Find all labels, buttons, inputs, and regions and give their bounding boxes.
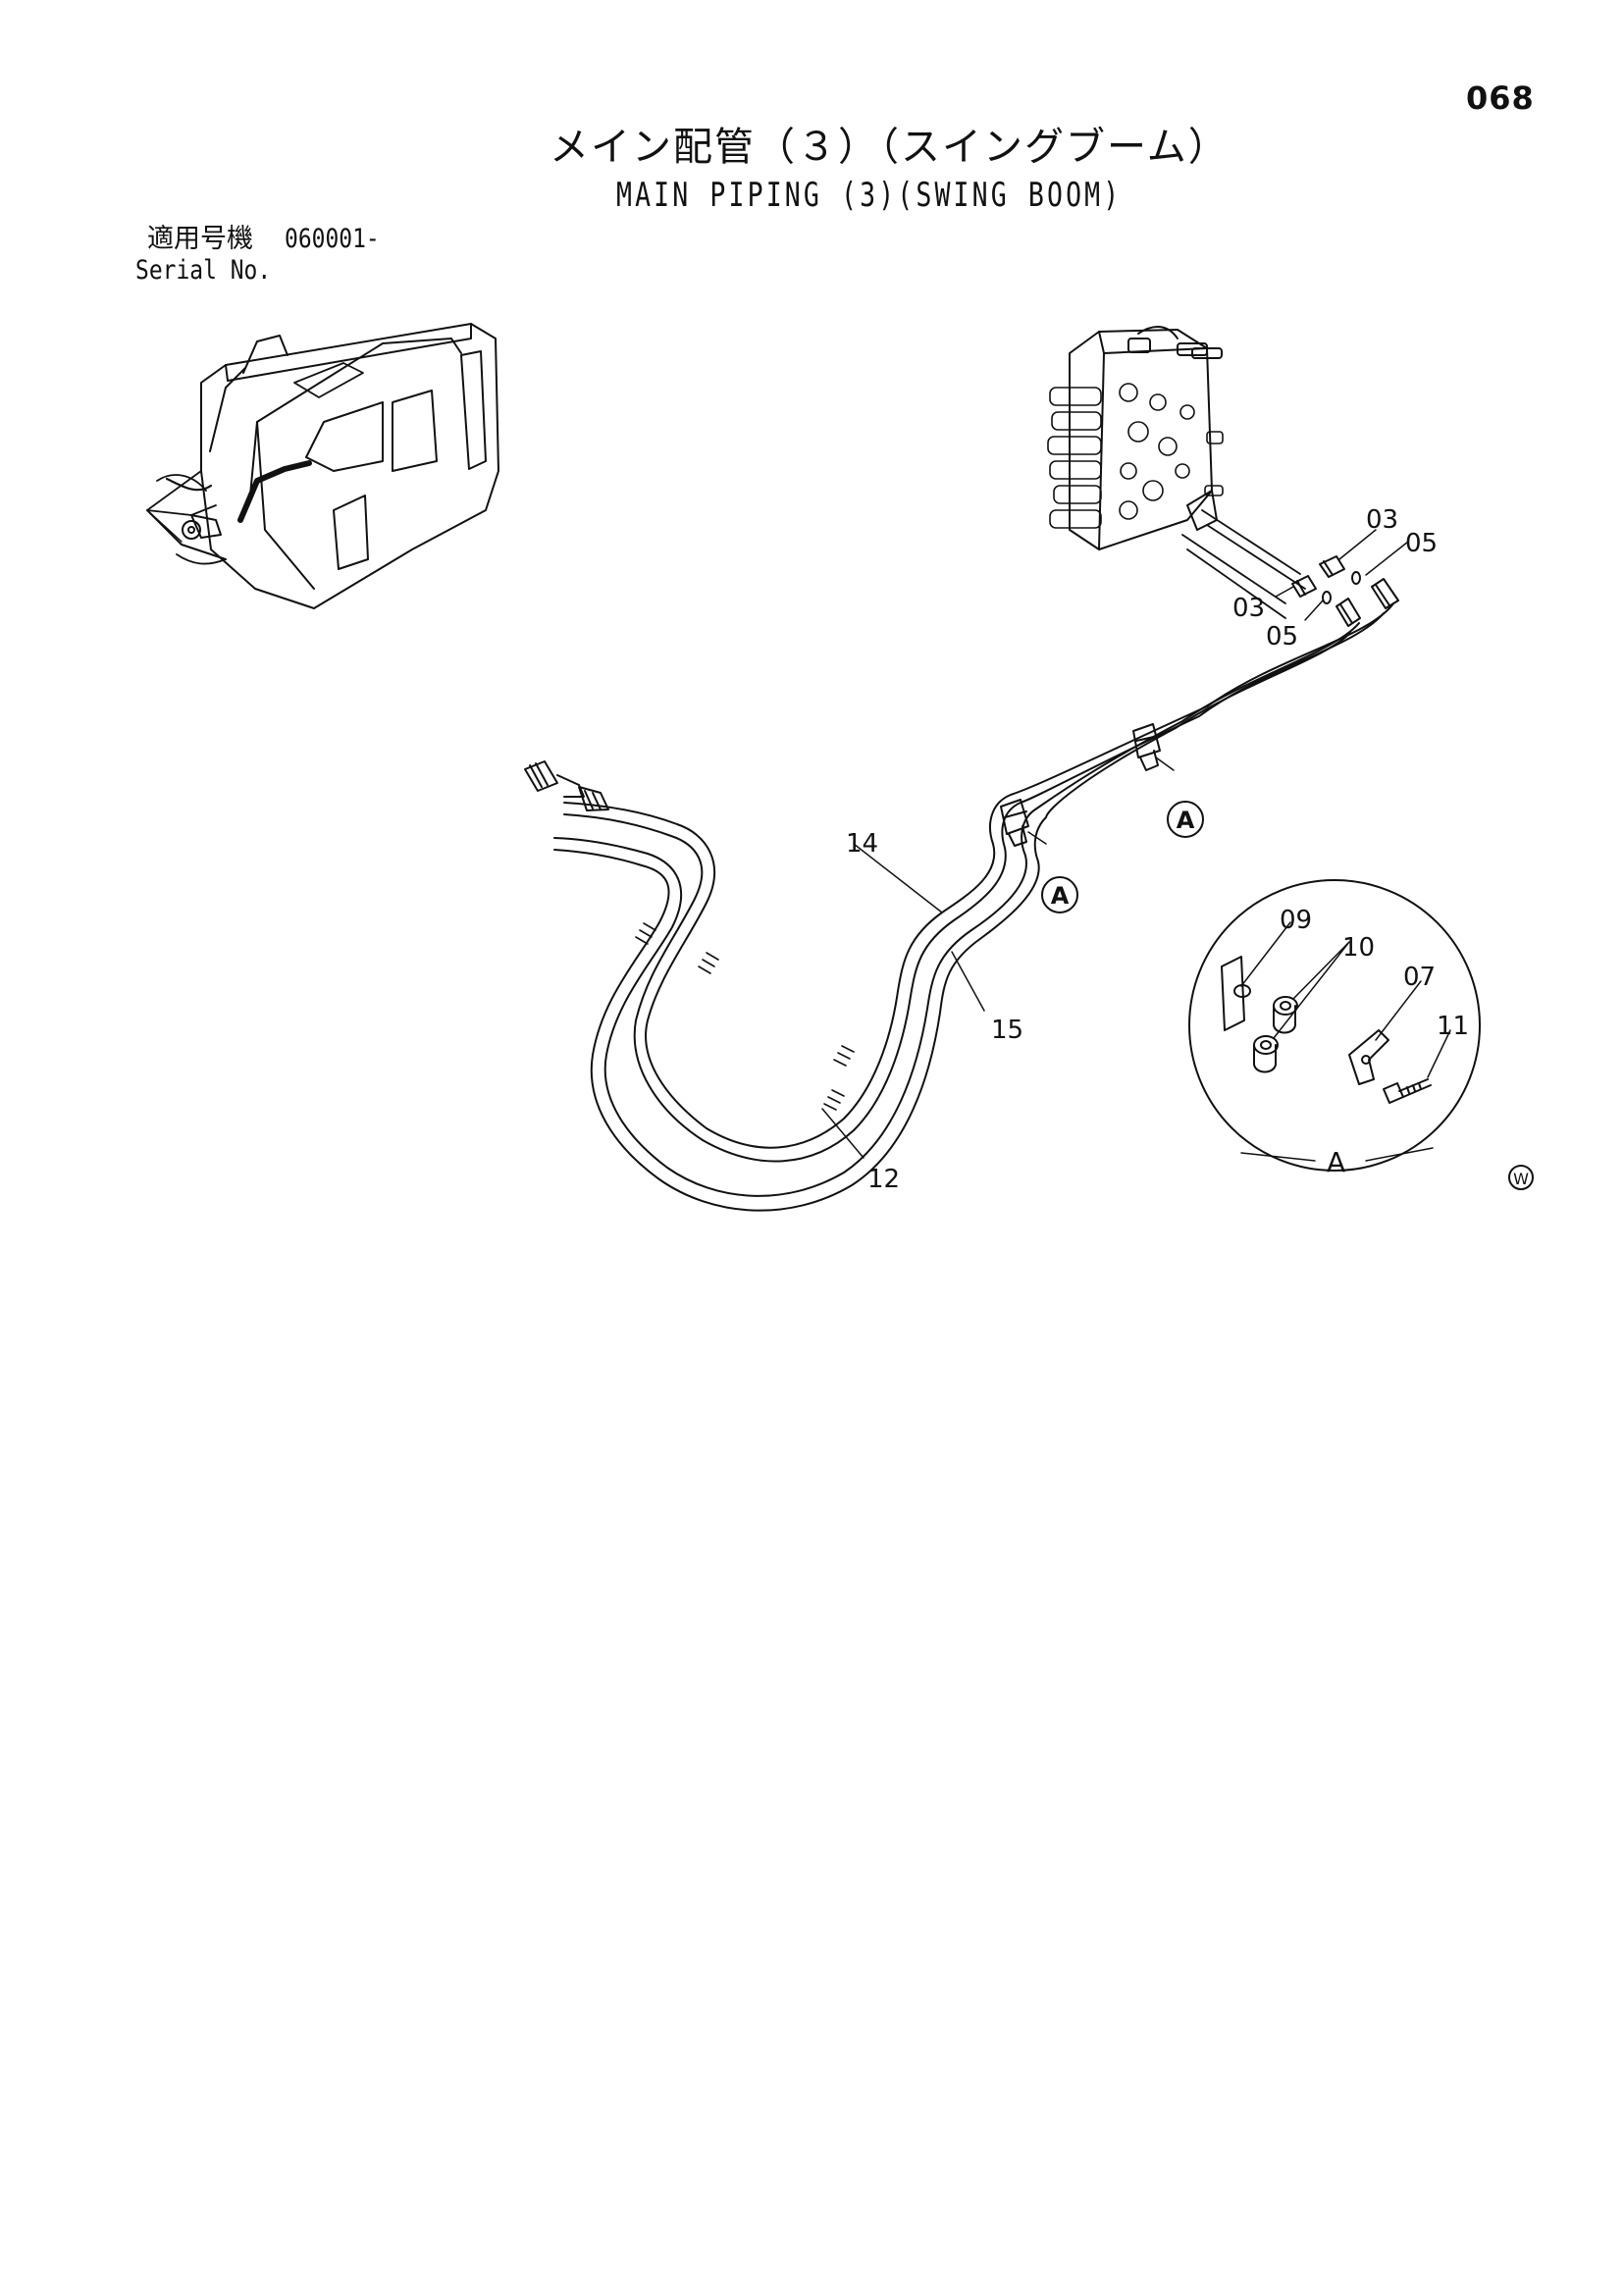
adapter-lower (1336, 598, 1361, 627)
machine-overview-illustration (146, 323, 499, 609)
hose-end-fitting (524, 760, 609, 811)
clamp-plate-09 (1221, 956, 1251, 1031)
bolt-11 (1383, 1078, 1432, 1104)
control-valve-assembly (1047, 326, 1306, 619)
callout-15: 15 (991, 1016, 1023, 1045)
callout-05-upper: 05 (1405, 529, 1438, 558)
callout-12: 12 (867, 1165, 900, 1194)
callout-14: 14 (846, 829, 878, 859)
fitting-03-lower (1291, 575, 1317, 598)
clamp-reference-label-2: A (1051, 882, 1070, 910)
callout-09: 09 (1280, 906, 1312, 935)
hose-markings (635, 922, 855, 1111)
callout-03-lower: 03 (1232, 594, 1265, 623)
adapter-upper (1371, 578, 1399, 609)
title-english: MAIN PIPING (3)(SWING BOOM) (616, 176, 1123, 215)
oring-05-lower (1322, 591, 1332, 604)
detail-view-label: A (1327, 1146, 1345, 1178)
hose-clamp-left (1000, 799, 1029, 847)
corner-mark-label: W (1513, 1170, 1529, 1188)
serial-label-japanese: 適用号機 (147, 224, 253, 254)
clamp-reference-label-1: A (1177, 807, 1195, 834)
detail-view-circle (1188, 879, 1481, 1172)
hose-14 (563, 602, 1394, 1163)
serial-number-value: 060001- (285, 224, 380, 254)
title-japanese: メイン配管（３）（スイングブーム） (550, 125, 1230, 170)
corner-mark (1508, 1165, 1534, 1190)
callout-07: 07 (1403, 963, 1436, 992)
leader-lines (821, 529, 1451, 1162)
spacer-10-upper (1273, 996, 1298, 1034)
serial-label-english: Serial No. (135, 255, 272, 286)
oring-05-upper (1351, 571, 1361, 585)
callout-10: 10 (1342, 933, 1375, 963)
clamp-reference-marker-1 (1167, 801, 1204, 838)
clamp-reference-marker-2 (1041, 876, 1078, 913)
hose-15 (553, 622, 1360, 1212)
hose-clamp-right (1132, 723, 1161, 771)
callout-03-upper: 03 (1366, 505, 1398, 535)
fitting-03-upper (1319, 555, 1345, 578)
page-number: 068 (1466, 79, 1535, 117)
callout-05-lower: 05 (1266, 622, 1298, 652)
callout-11: 11 (1437, 1012, 1469, 1041)
spacer-10-lower (1253, 1035, 1279, 1073)
clamp-07 (1348, 1029, 1389, 1085)
